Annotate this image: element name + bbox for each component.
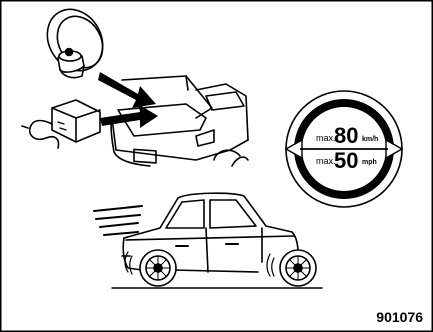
spare-wheel-icon — [36, 0, 113, 81]
speed-line1-value: 80 — [334, 123, 358, 148]
tire-repair-kit-icon — [22, 100, 100, 148]
speed-line2-unit: mph — [362, 159, 377, 166]
speed-line1-prefix: max. — [316, 133, 336, 143]
figure-code: 901076 — [376, 309, 423, 325]
moving-car-icon — [94, 193, 322, 288]
speed-line2-prefix: max. — [316, 156, 336, 166]
speed-line1-unit: km/h — [362, 136, 378, 143]
speed-line2-value: 50 — [334, 148, 358, 173]
speed-limit-sticker-icon: max. 80 km/h max. 50 mph — [286, 91, 402, 207]
